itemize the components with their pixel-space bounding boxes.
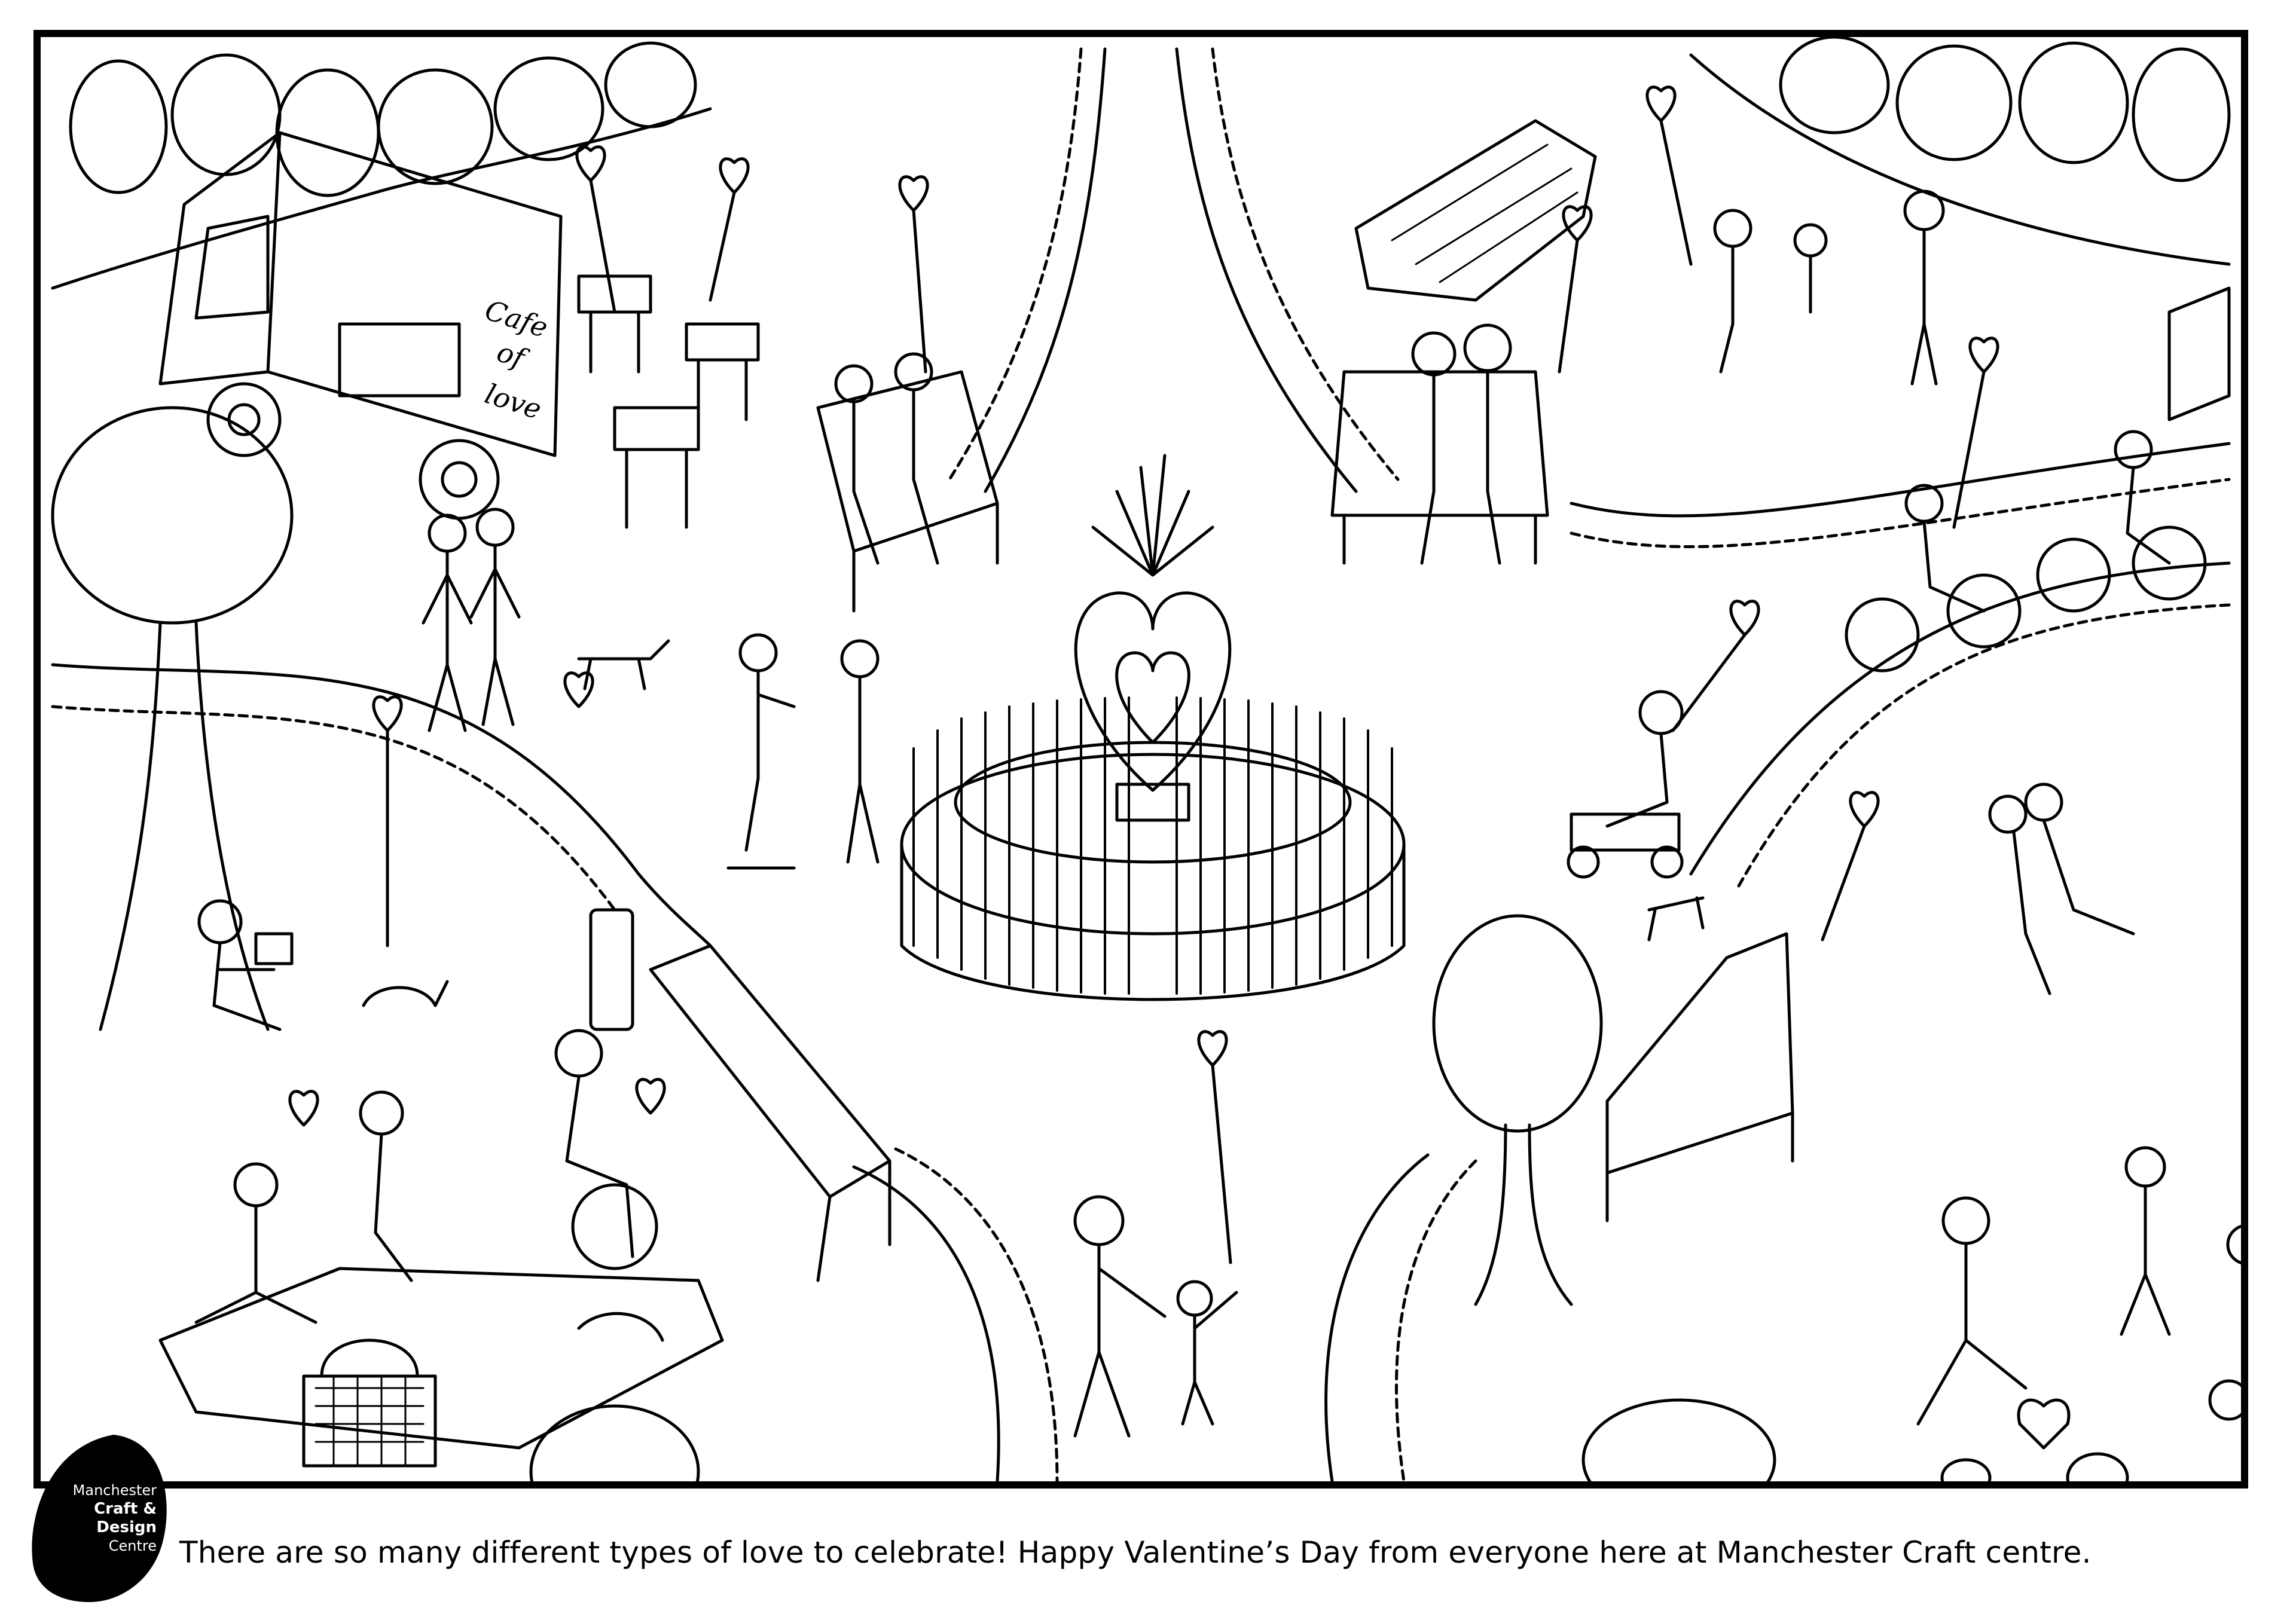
litter-bin bbox=[589, 908, 634, 1031]
small-tree-right bbox=[1432, 914, 1603, 1306]
bottom-bushes bbox=[529, 1398, 2129, 1481]
logo-line-1: Manchester bbox=[72, 1482, 157, 1499]
people-figures bbox=[194, 189, 2241, 1450]
large-tree-left bbox=[51, 406, 294, 1031]
bench-far-right bbox=[2167, 286, 2231, 421]
top-right-hedges bbox=[1689, 37, 2231, 266]
bench-top-left bbox=[816, 370, 999, 613]
picnic-blanket-bottom bbox=[158, 1267, 724, 1468]
top-left-hedges bbox=[51, 41, 712, 290]
cafe-tables bbox=[577, 274, 760, 529]
bench-top-right bbox=[1330, 370, 1549, 565]
truck-sign-line2: of bbox=[493, 335, 533, 375]
pebble-paths bbox=[51, 47, 2231, 1481]
bench-bottom-right bbox=[1605, 932, 1794, 1222]
heart-balloons bbox=[288, 85, 1999, 1264]
bench-bottom-left bbox=[649, 944, 891, 1282]
park-illustration: Cafe of love bbox=[51, 37, 2241, 1481]
valentines-caption: There are so many different types of lov… bbox=[179, 1535, 2092, 1570]
illustration-frame: Cafe of love bbox=[33, 30, 2248, 1488]
logo-line-3: Centre bbox=[108, 1538, 157, 1554]
picnic-blanket-top bbox=[1354, 119, 1597, 302]
truck-sign-line1: Cafe bbox=[481, 294, 552, 344]
manchester-craft-design-logo bbox=[32, 1435, 167, 1602]
heart-fountain bbox=[900, 454, 1406, 1001]
food-truck: Cafe of love bbox=[158, 131, 563, 520]
logo-text: Manchester Craft & Design Centre bbox=[37, 1481, 157, 1555]
truck-sign-line3: love bbox=[481, 377, 546, 426]
logo-line-2: Craft & Design bbox=[94, 1500, 157, 1536]
